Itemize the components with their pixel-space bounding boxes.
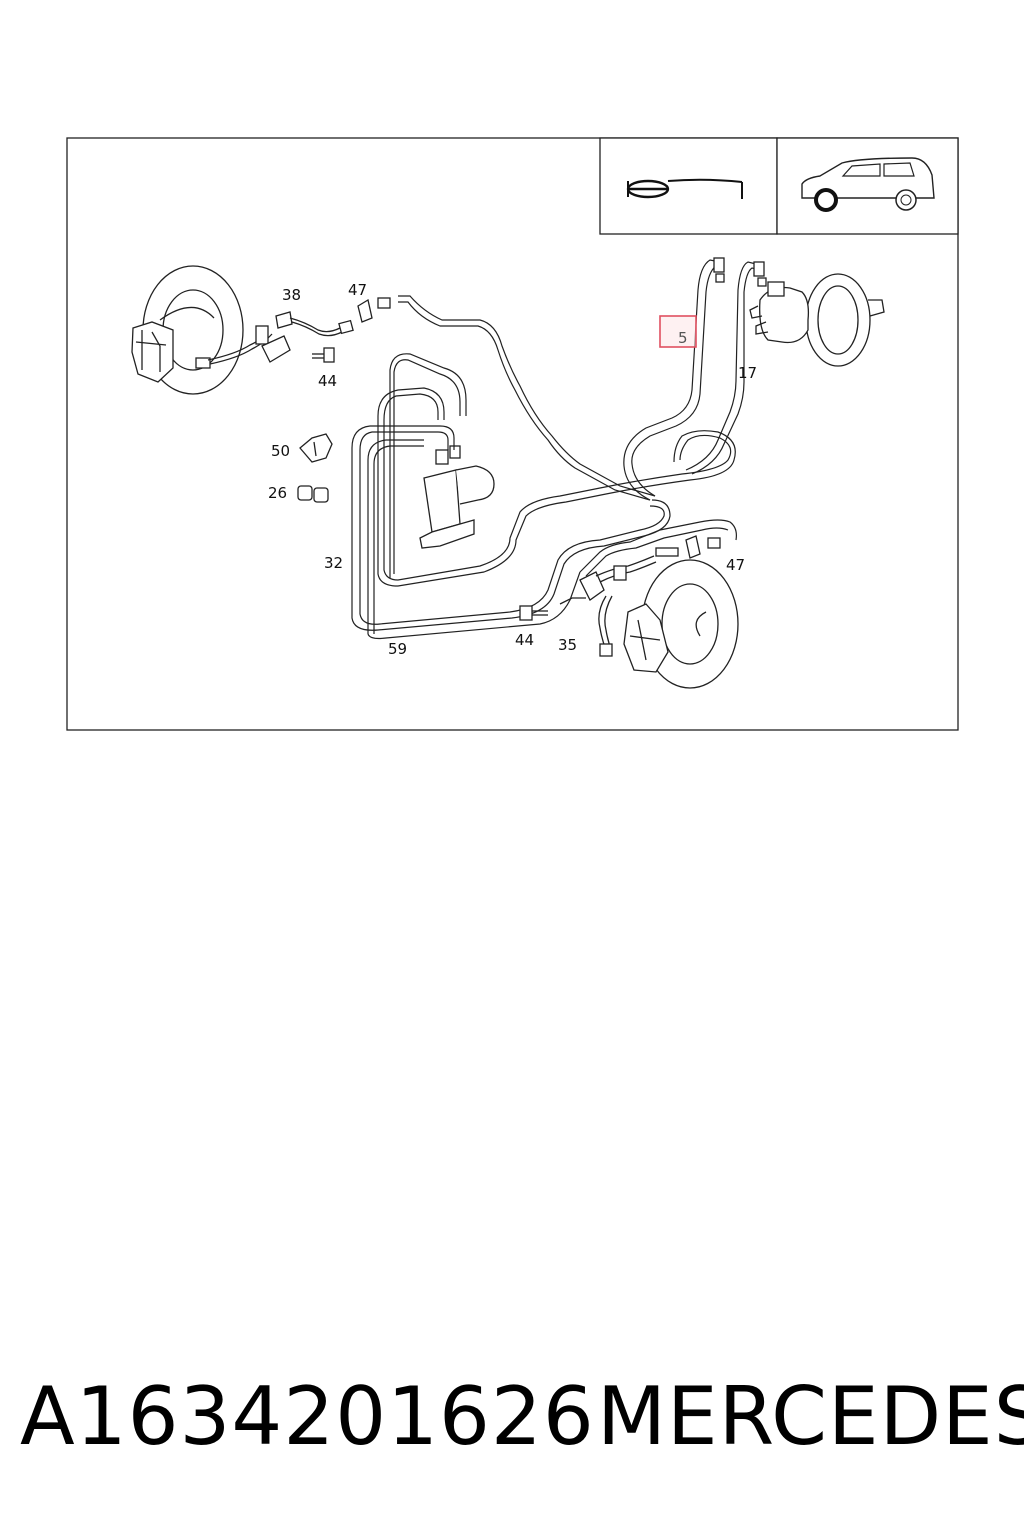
hydraulic-unit <box>419 445 495 549</box>
bolt-44-bottom <box>519 605 548 621</box>
highlight-box-item-5[interactable] <box>659 315 697 348</box>
right-wheel-speed-sensor <box>559 547 679 657</box>
callout-32: 32 <box>324 554 343 572</box>
rear-wheel-icon <box>895 189 917 211</box>
clip-26 <box>297 485 329 503</box>
vehicle-reference-box <box>776 137 959 235</box>
part-number: A1634201626 <box>20 1370 595 1463</box>
front-wheel-icon <box>814 188 838 212</box>
callout-50: 50 <box>271 442 290 460</box>
callout-44-bottom: 44 <box>515 631 534 649</box>
suv-icon <box>801 157 935 212</box>
steering-reference-box <box>599 137 778 235</box>
left-brake-disc-assembly <box>131 265 244 395</box>
brake-line-diagram: 38 47 44 50 26 32 59 5 17 47 44 35 <box>66 137 959 731</box>
callout-38: 38 <box>282 286 301 304</box>
callout-59: 59 <box>388 640 407 658</box>
bolt-44-top <box>312 347 335 363</box>
left-wheel-speed-sensor <box>207 311 354 365</box>
brand-name: MERCEDES <box>597 1370 1024 1463</box>
callout-47-bottom: 47 <box>726 556 745 574</box>
callout-26: 26 <box>268 484 287 502</box>
callout-17: 17 <box>738 364 757 382</box>
steering-wheel-icon <box>626 178 743 199</box>
right-brake-disc-assembly <box>623 559 739 689</box>
callout-44-top: 44 <box>318 372 337 390</box>
callout-5: 5 <box>678 329 688 347</box>
diagram-frame <box>66 137 959 731</box>
bracket-50 <box>299 433 333 463</box>
footer: A1634201626 MERCEDES <box>0 1370 1024 1470</box>
brake-booster-master-cylinder <box>749 273 885 367</box>
callout-35: 35 <box>558 636 577 654</box>
clip-47-top <box>357 297 391 323</box>
clip-47-bottom <box>685 535 721 559</box>
callout-47-top: 47 <box>348 281 367 299</box>
